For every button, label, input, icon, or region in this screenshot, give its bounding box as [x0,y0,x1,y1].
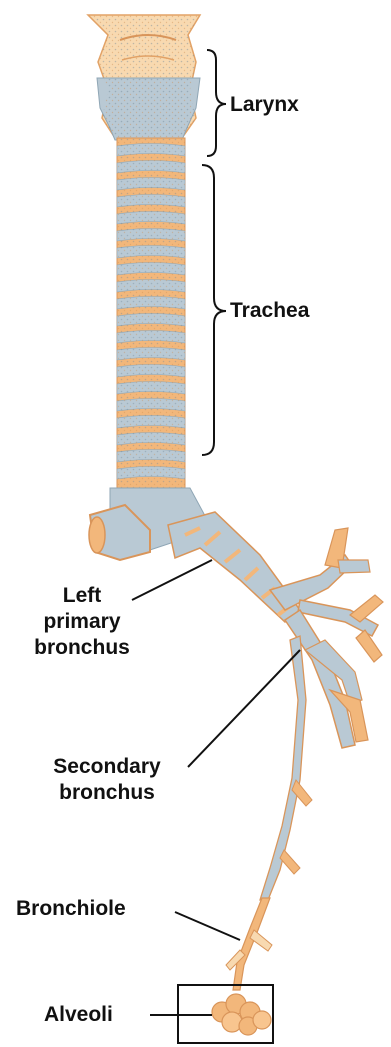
larynx-illustration [88,15,200,140]
left-primary-bronchus-line-2: primary [22,609,142,635]
left-primary-bronchus-leader [132,560,212,600]
left-primary-bronchus-label: Left primary bronchus [22,583,142,661]
secondary-bronchus-label: Secondary bronchus [22,754,192,806]
secondary-bronchus-line-1: Secondary [22,754,192,780]
left-primary-bronchus-line-1: Left [22,583,142,609]
trachea-brace [202,165,226,455]
left-primary-bronchus-line-3: bronchus [22,635,142,661]
alveoli-label: Alveoli [44,1002,113,1028]
larynx-brace [207,50,226,156]
trachea-label: Trachea [230,298,309,324]
trachea-illustration [117,138,185,490]
secondary-bronchus-leader [188,650,300,767]
bronchial-tree-illustration [89,488,383,990]
secondary-bronchus-line-2: bronchus [22,780,192,806]
alveoli-illustration [212,994,271,1035]
larynx-label: Larynx [230,92,299,118]
bronchiole-leader [175,912,240,940]
bronchiole-label: Bronchiole [16,896,126,922]
